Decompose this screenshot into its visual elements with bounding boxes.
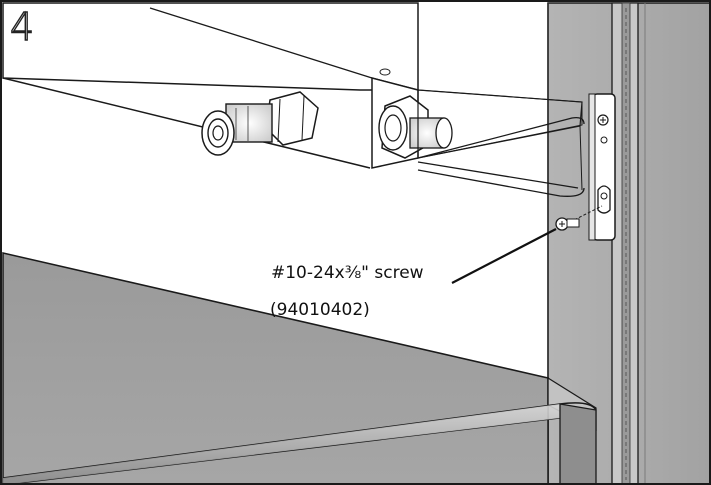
shelf — [2, 252, 597, 485]
vertical-shelf-standard — [611, 2, 646, 485]
mounting-bracket — [417, 89, 616, 241]
callout-part-name: #10-24x⅜" screw — [271, 263, 424, 283]
step-number: 4 — [9, 5, 35, 49]
callout-part-number: (94010402) — [270, 300, 370, 320]
callout-leader-line — [451, 228, 557, 284]
right-quick-connect-fitting — [378, 95, 453, 159]
left-quick-connect-fitting — [201, 91, 319, 156]
screw — [555, 205, 603, 231]
